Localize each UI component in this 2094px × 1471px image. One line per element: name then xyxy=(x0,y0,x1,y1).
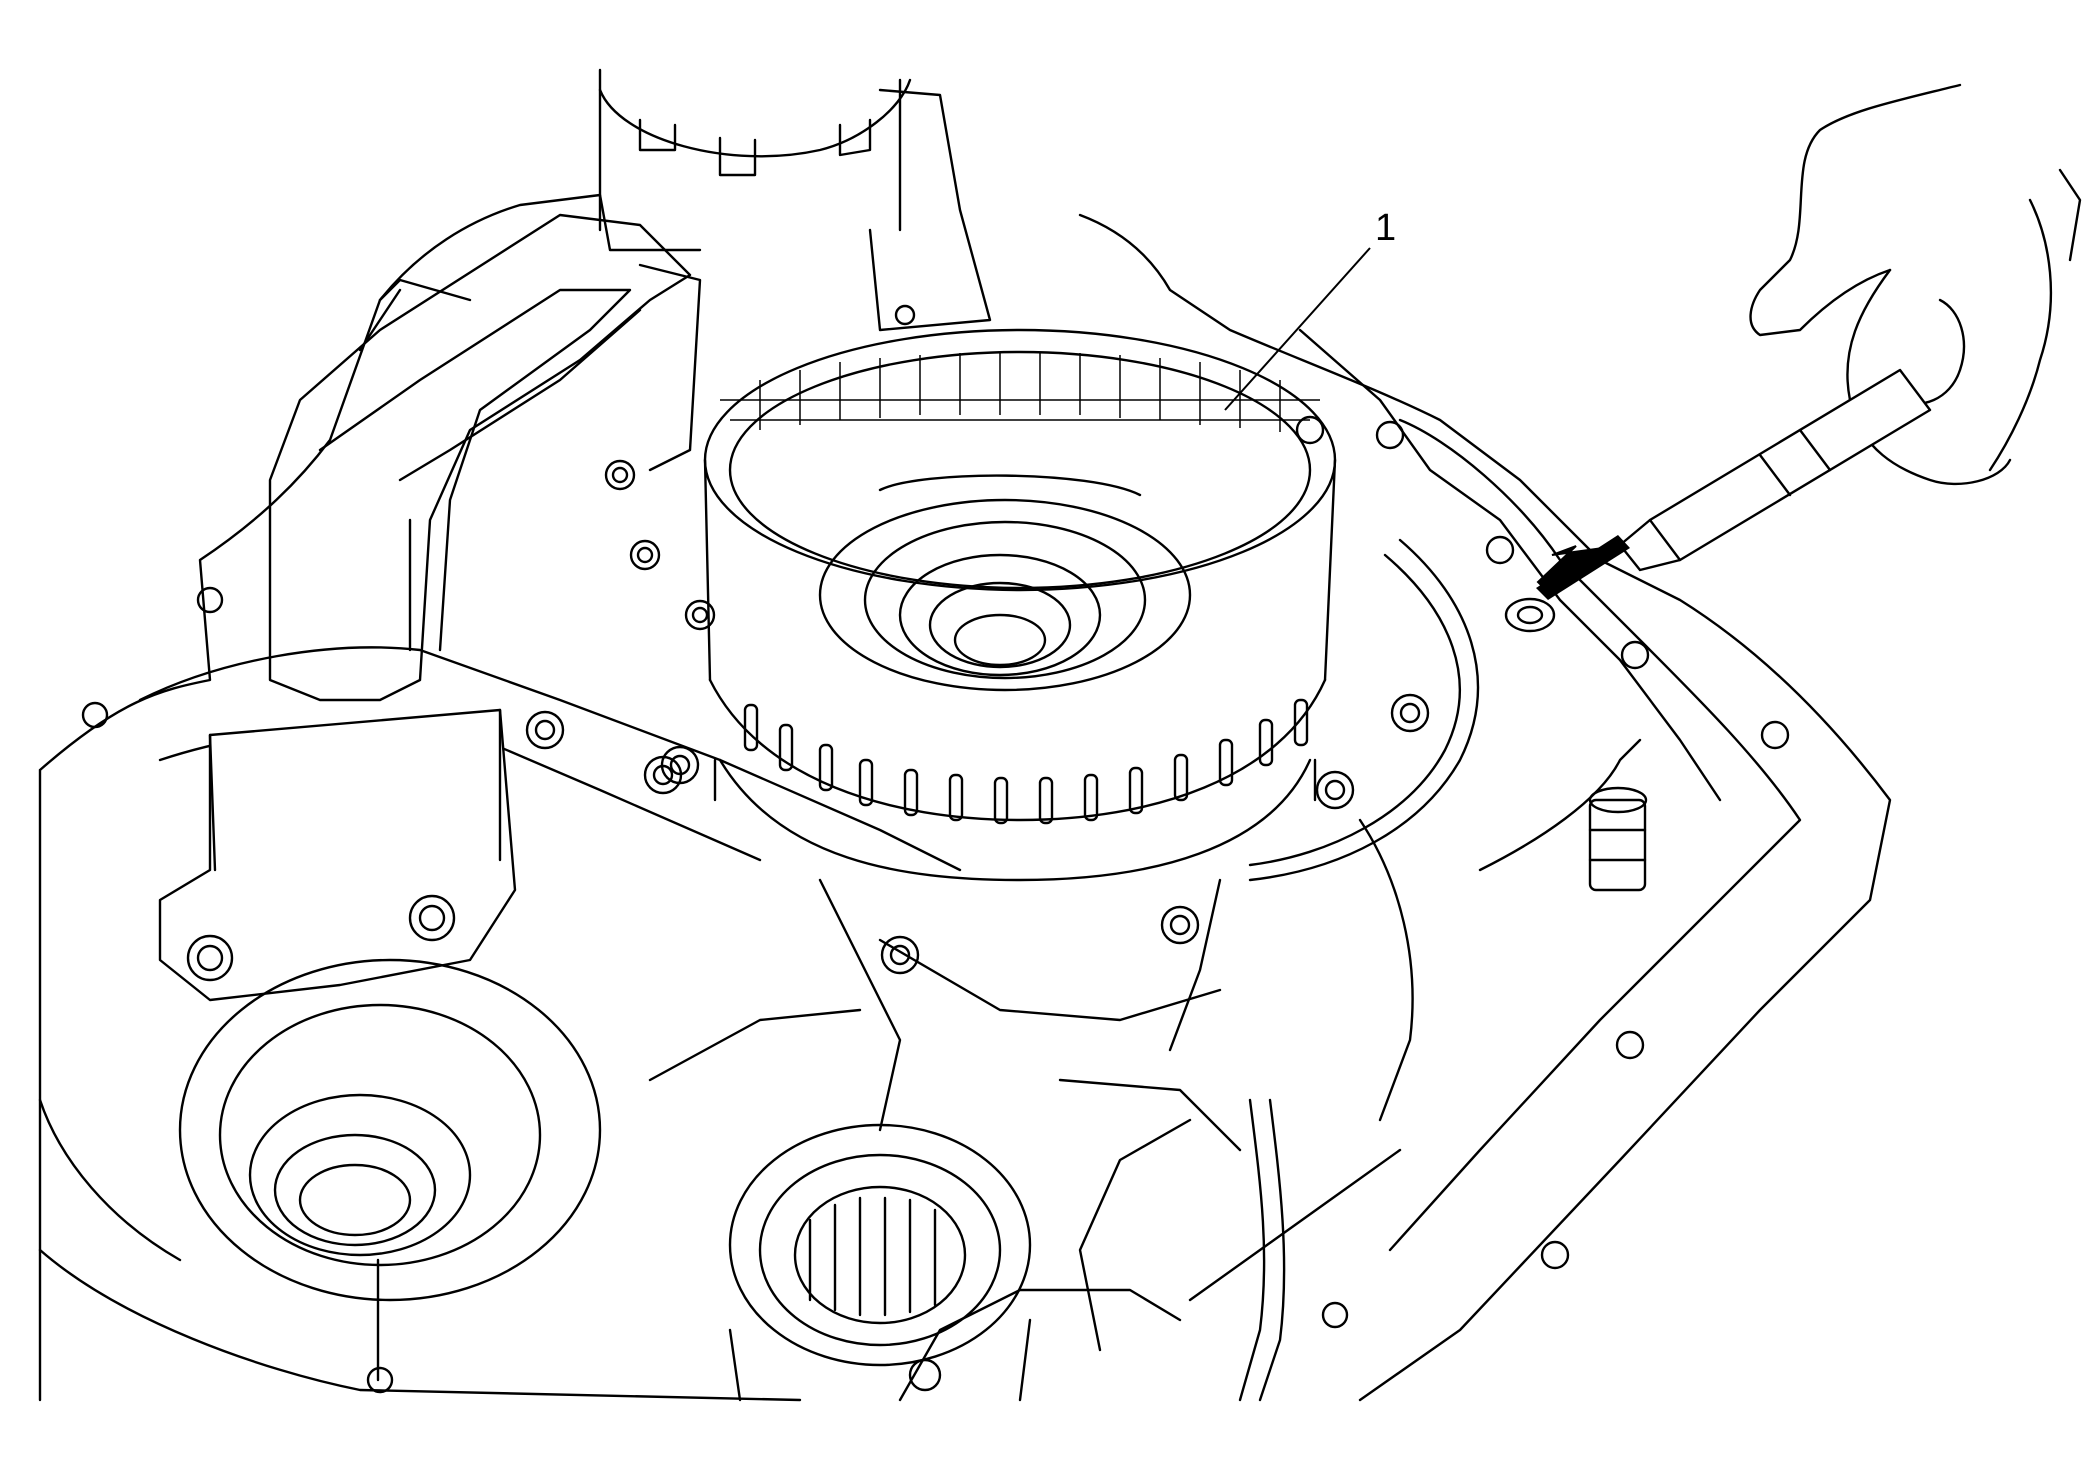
hand-with-marker xyxy=(1618,83,2082,572)
drum-base-bolts xyxy=(604,459,1430,975)
upper-shaft-housing xyxy=(598,68,992,332)
transmission-case xyxy=(38,193,1892,1402)
output-bearing xyxy=(728,1123,1032,1402)
drum-slots xyxy=(743,698,1309,825)
valve-body-cover xyxy=(268,213,702,702)
pressure-fitting xyxy=(1321,786,1648,1329)
indicator-arrow xyxy=(1536,535,1630,600)
wiring-harness xyxy=(1078,538,1642,1402)
center-support xyxy=(648,878,1242,1152)
case-bolt-hole xyxy=(1504,597,1556,633)
bracket-plate xyxy=(158,708,700,1002)
clutch-housing-drum xyxy=(703,328,1337,882)
callout-1-label: 1 xyxy=(1375,207,1396,249)
callout-1: 1 xyxy=(1224,207,1396,411)
output-seal-bore xyxy=(178,958,602,1382)
